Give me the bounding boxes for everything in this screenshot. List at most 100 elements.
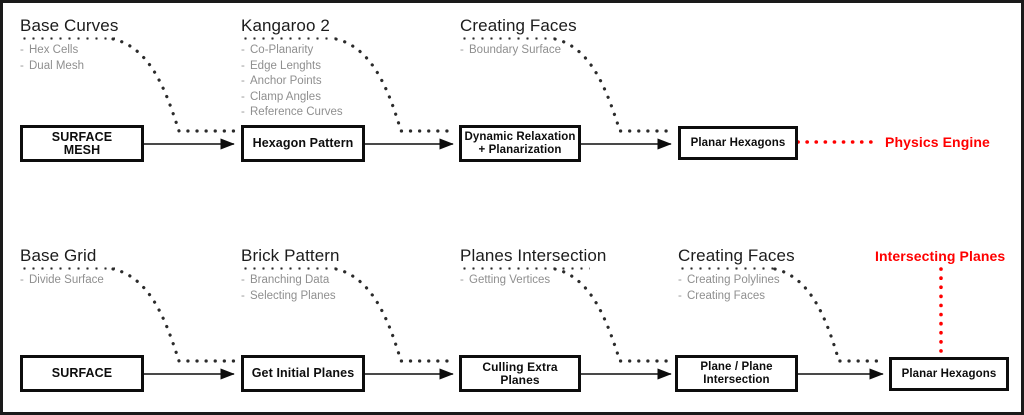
connector-layer xyxy=(111,37,943,380)
dash-marker: - xyxy=(241,59,245,72)
group-title: Kangaroo 2 xyxy=(241,16,330,35)
node-label-line: SURFACE xyxy=(51,366,113,380)
group-title: Creating Faces xyxy=(678,246,795,265)
dotted-basegrid-to-getinitialplanes xyxy=(111,267,236,363)
list-item-label: Dual Mesh xyxy=(29,59,84,72)
node-dynamic-relaxation-planarization[interactable]: Dynamic Relaxation + Planarization xyxy=(459,125,581,162)
dash-marker: - xyxy=(241,90,245,103)
list-item: -Co-Planarity xyxy=(241,43,337,59)
node-label-line: + Planarization xyxy=(478,143,562,156)
group-underline xyxy=(20,37,115,40)
group-base-grid: Base Grid -Divide Surface xyxy=(20,246,115,289)
group-kangaroo-2: Kangaroo 2 -Co-Planarity -Edge Lenghts -… xyxy=(241,16,343,121)
list-item-label: Anchor Points xyxy=(250,75,322,87)
list-item: -Creating Polylines xyxy=(678,273,780,289)
node-planar-hexagons-top[interactable]: Planar Hexagons xyxy=(678,126,798,160)
group-underline xyxy=(241,267,337,270)
list-item: -Branching Data xyxy=(241,273,337,289)
node-label-line: MESH xyxy=(63,142,101,157)
list-item-label: Divide Surface xyxy=(29,274,104,286)
group-title: Planes Intersection xyxy=(460,246,607,265)
group-underline xyxy=(241,37,337,40)
node-hexagon-pattern[interactable]: Hexagon Pattern xyxy=(241,125,365,162)
group-creating-faces-bottom: Creating Faces -Creating Polylines -Crea… xyxy=(678,246,795,305)
node-label-line: Culling Extra Planes xyxy=(482,359,558,387)
group-items: -Getting Vertices xyxy=(460,273,590,289)
dash-marker: - xyxy=(678,274,682,286)
group-underline xyxy=(460,267,590,270)
group-items: -Hex Cells -Dual Mesh xyxy=(20,43,115,74)
dash-marker: - xyxy=(678,289,682,302)
dotted-creatingfaces-to-planarhexagons xyxy=(553,37,673,133)
list-item-label: Reference Curves xyxy=(250,106,343,118)
group-title: Brick Pattern xyxy=(241,246,340,265)
node-plane-plane-intersection[interactable]: Plane / Plane Intersection xyxy=(675,355,798,392)
node-label-line: Planar Hexagons xyxy=(690,136,786,149)
list-item: -Anchor Points xyxy=(241,74,337,90)
node-label-line: Plane / Plane xyxy=(700,360,773,373)
dash-marker: - xyxy=(460,274,464,286)
node-surface-mesh[interactable]: SURFACE MESH xyxy=(20,125,144,162)
list-item: -Boundary Surface xyxy=(460,43,561,59)
node-culling-extra-planes[interactable]: Culling Extra Planes xyxy=(459,355,581,392)
group-brick-pattern: Brick Pattern -Branching Data -Selecting… xyxy=(241,246,340,304)
node-surface[interactable]: SURFACE xyxy=(20,355,144,392)
group-underline xyxy=(20,267,115,270)
node-planar-hexagons-bottom[interactable]: Planar Hexagons xyxy=(889,357,1009,391)
annotation-physics-engine: Physics Engine xyxy=(885,134,990,150)
dash-marker: - xyxy=(241,289,245,302)
group-base-curves: Base Curves -Hex Cells -Dual Mesh xyxy=(20,16,119,74)
group-underline xyxy=(678,267,775,270)
list-item: -Selecting Planes xyxy=(241,289,337,305)
group-items: -Co-Planarity -Edge Lenghts -Anchor Poin… xyxy=(241,43,343,121)
group-underline xyxy=(460,37,556,40)
annotation-intersecting-planes: Intersecting Planes xyxy=(875,248,1006,264)
group-title: Base Curves xyxy=(20,16,119,35)
dotted-brickpattern-to-cullingextraplanes xyxy=(334,267,455,363)
list-item-label: Creating Faces xyxy=(687,289,765,302)
node-label-line: Intersection xyxy=(703,373,770,386)
node-label-line: Hexagon Pattern xyxy=(252,136,354,150)
group-items: -Branching Data -Selecting Planes xyxy=(241,273,337,304)
dash-marker: - xyxy=(241,274,245,286)
list-item-label: Branching Data xyxy=(250,274,330,286)
group-title: Creating Faces xyxy=(460,16,577,35)
list-item: -Getting Vertices xyxy=(460,273,590,289)
group-planes-intersection: Planes Intersection -Getting Vertices xyxy=(460,246,607,289)
list-item-label: Creating Polylines xyxy=(687,274,780,286)
group-items: -Divide Surface xyxy=(20,273,115,289)
dotted-creatingfaces-to-planarhexagons-bottom xyxy=(773,267,885,363)
list-item-label: Selecting Planes xyxy=(250,289,336,302)
list-item: -Hex Cells xyxy=(20,43,115,59)
list-item-label: Boundary Surface xyxy=(469,44,562,56)
dotted-kangaroo2-to-dynamicrelaxation xyxy=(334,37,455,133)
list-item-label: Clamp Angles xyxy=(250,90,321,103)
dash-marker: - xyxy=(20,274,24,286)
node-get-initial-planes[interactable]: Get Initial Planes xyxy=(241,355,365,392)
list-item-label: Edge Lenghts xyxy=(250,59,321,72)
dash-marker: - xyxy=(20,59,24,72)
group-items: -Boundary Surface xyxy=(460,43,561,59)
group-items: -Creating Polylines -Creating Faces xyxy=(678,273,780,305)
group-creating-faces-top: Creating Faces -Boundary Surface xyxy=(460,16,577,59)
dash-marker: - xyxy=(241,106,245,118)
list-item-label: Getting Vertices xyxy=(469,274,551,286)
dotted-basecurves-to-hexagonpattern xyxy=(111,37,236,133)
dash-marker: - xyxy=(460,44,464,56)
list-item-label: Co-Planarity xyxy=(250,44,314,56)
list-item: -Clamp Angles xyxy=(241,90,337,106)
dash-marker: - xyxy=(241,75,245,87)
list-item: -Divide Surface xyxy=(20,273,115,289)
list-item: -Edge Lenghts xyxy=(241,59,337,75)
list-item: -Reference Curves xyxy=(241,105,343,121)
group-title: Base Grid xyxy=(20,246,97,265)
list-item: -Creating Faces xyxy=(678,289,775,305)
node-label-line: Dynamic Relaxation xyxy=(464,130,576,143)
node-label-line: Get Initial Planes xyxy=(251,366,355,380)
list-item: -Dual Mesh xyxy=(20,59,115,75)
node-label-line: SURFACE xyxy=(51,129,113,144)
dash-marker: - xyxy=(20,44,24,56)
dash-marker: - xyxy=(241,44,245,56)
list-item-label: Hex Cells xyxy=(29,44,79,56)
